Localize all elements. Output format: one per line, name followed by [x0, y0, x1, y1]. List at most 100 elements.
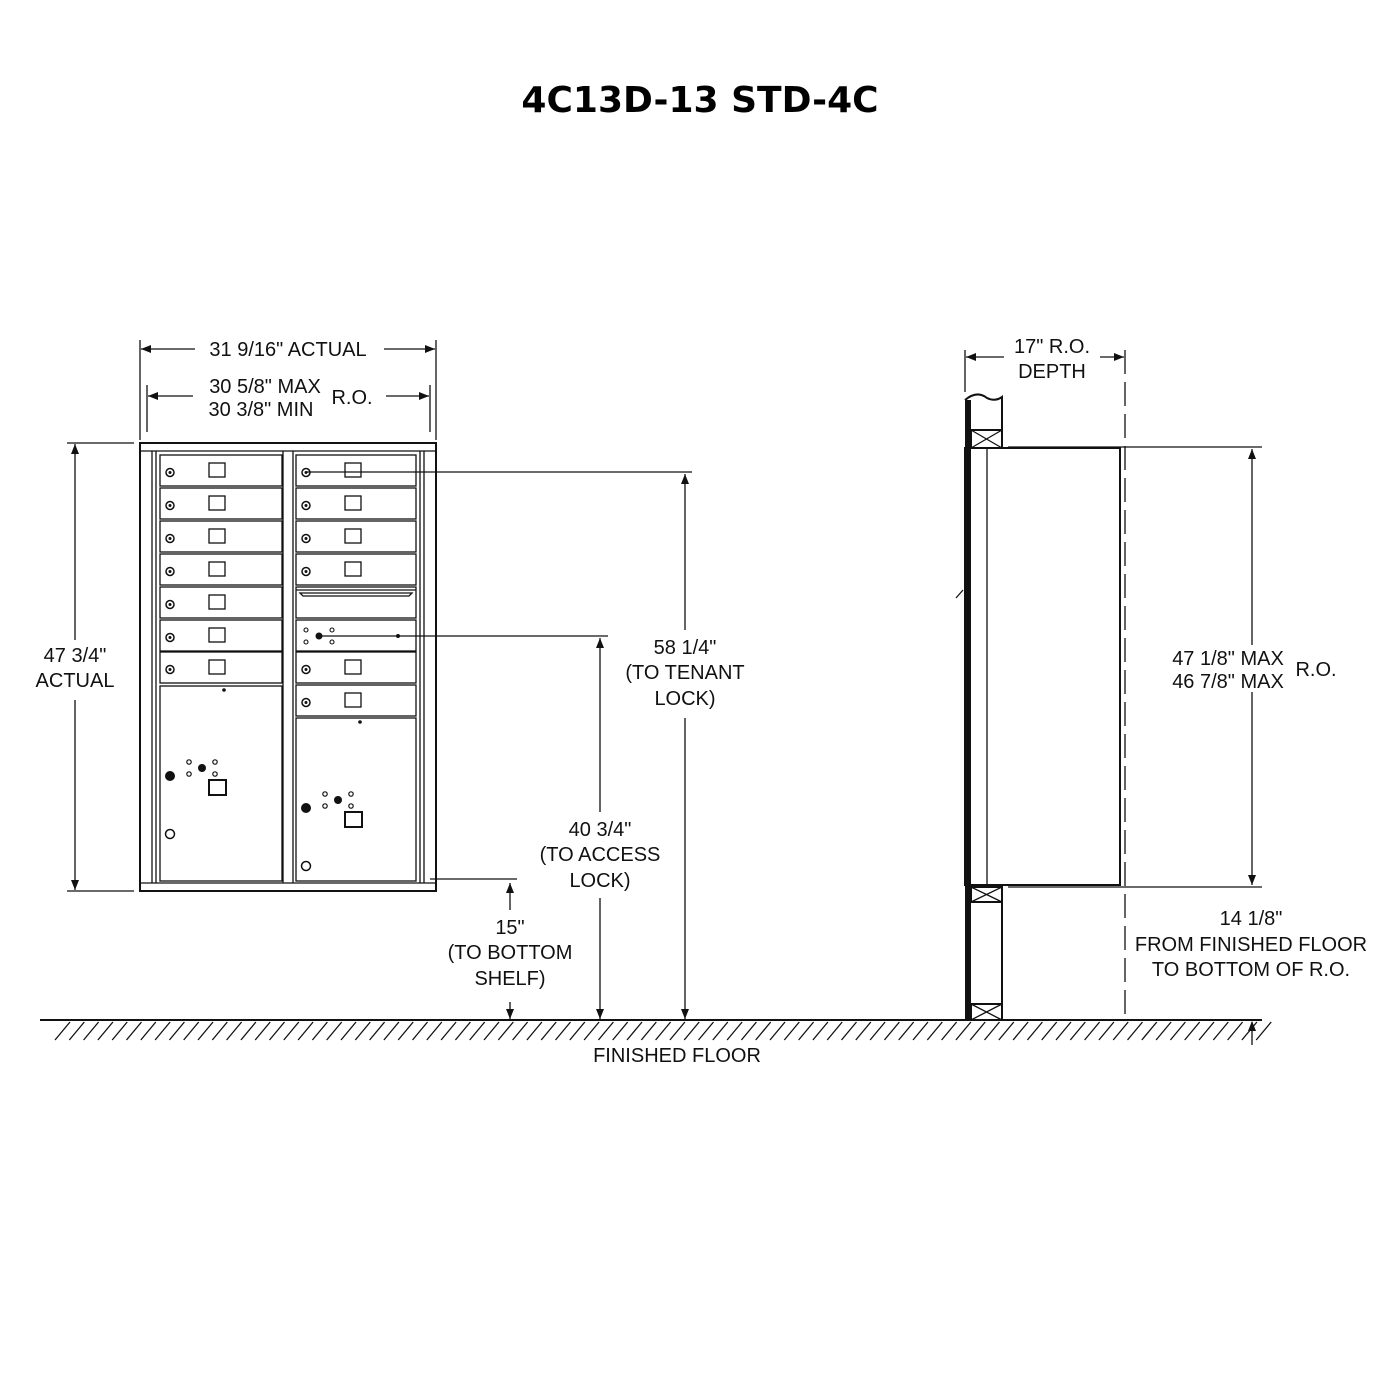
floor-hatch — [655, 1021, 672, 1041]
finished-floor-label: FINISHED FLOOR — [593, 1045, 761, 1067]
floor-hatch — [340, 1021, 357, 1041]
floor-hatch — [1255, 1021, 1272, 1041]
lock-icon — [168, 603, 172, 606]
lock-icon — [304, 537, 308, 540]
lock-icon — [168, 537, 172, 540]
floor-hatch — [1012, 1021, 1029, 1041]
floor-hatch — [869, 1021, 886, 1041]
screw-icon — [186, 759, 192, 765]
master-lock-icon — [198, 764, 206, 772]
floor-hatch — [998, 1021, 1015, 1041]
floor-hatch — [855, 1021, 872, 1041]
floor-offset-value: 14 1/8" — [1220, 908, 1283, 930]
floor-hatch — [512, 1021, 529, 1041]
lock-icon — [168, 668, 172, 671]
floor-hatch — [483, 1021, 500, 1041]
floor-hatch — [1069, 1021, 1086, 1041]
floor-hatch — [1055, 1021, 1072, 1041]
floor-hatch — [1184, 1021, 1201, 1041]
floor-hatch — [354, 1021, 371, 1041]
tenant-lock-label: (TO TENANT — [625, 662, 744, 684]
cabinet-side — [964, 447, 1121, 886]
keyhole-icon — [300, 860, 312, 872]
tenant-door — [159, 520, 283, 553]
floor-hatch — [540, 1021, 557, 1041]
floor-hatch — [469, 1021, 486, 1041]
screw-icon — [322, 791, 328, 797]
screw-icon — [303, 639, 309, 645]
parcel-locker-door — [295, 717, 417, 882]
lock-icon — [304, 701, 308, 704]
floor-hatch — [140, 1021, 157, 1041]
lock-icon — [168, 570, 172, 573]
tenant-lock-label: LOCK) — [654, 688, 715, 710]
ro-max-1: 47 1/8" MAX — [1172, 648, 1284, 670]
drawing-title: 4C13D-13 STD-4C — [521, 80, 878, 121]
bottom-shelf-label: SHELF) — [474, 968, 545, 990]
blocking-cross — [970, 1003, 1003, 1021]
id-card-slot — [344, 495, 362, 511]
floor-hatch — [54, 1021, 71, 1041]
floor-hatch — [826, 1021, 843, 1041]
side-view: 17" R.O. DEPTH 47 1/8" MAX 46 7/8" MAX R… — [955, 336, 1367, 1045]
lock-icon — [168, 636, 172, 639]
tenant-door — [159, 487, 283, 520]
id-card-slot — [344, 528, 362, 544]
parcel-lock-icon — [165, 771, 175, 781]
id-card-slot — [208, 462, 226, 478]
floor-hatch — [569, 1021, 586, 1041]
floor-hatch — [168, 1021, 185, 1041]
floor-hatch — [154, 1021, 171, 1041]
floor-hatch — [626, 1021, 643, 1041]
tenant-door — [159, 586, 283, 619]
tenant-door — [295, 454, 417, 487]
access-lock-label: (TO ACCESS — [540, 844, 661, 866]
bottom-shelf-value: 15" — [495, 917, 524, 939]
floor-hatch — [1155, 1021, 1172, 1041]
floor-hatch — [183, 1021, 200, 1041]
screw-icon — [329, 639, 335, 645]
floor-hatch — [669, 1021, 686, 1041]
id-card-slot — [344, 561, 362, 577]
floor-hatch — [740, 1021, 757, 1041]
floor-hatch — [440, 1021, 457, 1041]
floor-hatch — [497, 1021, 514, 1041]
mailbox-cabinet — [139, 442, 437, 892]
floor-hatch — [1026, 1021, 1043, 1041]
floor-offset-label: FROM FINISHED FLOOR — [1135, 934, 1367, 956]
floor-hatch — [612, 1021, 629, 1041]
floor-hatch — [783, 1021, 800, 1041]
tenant-door — [295, 487, 417, 520]
blank-panel — [295, 586, 417, 619]
floor-hatch — [369, 1021, 386, 1041]
screw-icon — [212, 759, 218, 765]
id-card-slot — [208, 528, 226, 544]
floor-hatch — [526, 1021, 543, 1041]
floor-hatch — [1141, 1021, 1158, 1041]
finished-floor — [40, 1019, 1272, 1041]
lock-icon — [304, 668, 308, 671]
blocking-cross — [970, 886, 1003, 903]
floor-hatch — [426, 1021, 443, 1041]
dot-marker — [222, 688, 226, 692]
floor-hatch — [798, 1021, 815, 1041]
height-label: ACTUAL — [36, 670, 115, 692]
tenant-door — [159, 454, 283, 487]
front-view: 31 9/16" ACTUAL 30 5/8" MAX 30 3/8" MIN … — [36, 339, 745, 1019]
floor-hatch — [1127, 1021, 1143, 1041]
floor-hatch — [969, 1021, 986, 1041]
id-card-slot — [208, 659, 226, 675]
lock-icon — [168, 504, 172, 507]
cabinet-frame — [139, 442, 437, 892]
handle-icon — [955, 589, 964, 599]
master-lock-icon — [334, 796, 342, 804]
floor-hatch — [597, 1021, 614, 1041]
floor-hatch — [583, 1021, 600, 1041]
screw-icon — [329, 627, 335, 633]
id-card-slot — [208, 495, 226, 511]
height-value: 47 3/4" — [44, 645, 107, 667]
depth-label: DEPTH — [1018, 361, 1086, 383]
floor-hatch — [726, 1021, 743, 1041]
floor-hatch — [283, 1021, 300, 1041]
